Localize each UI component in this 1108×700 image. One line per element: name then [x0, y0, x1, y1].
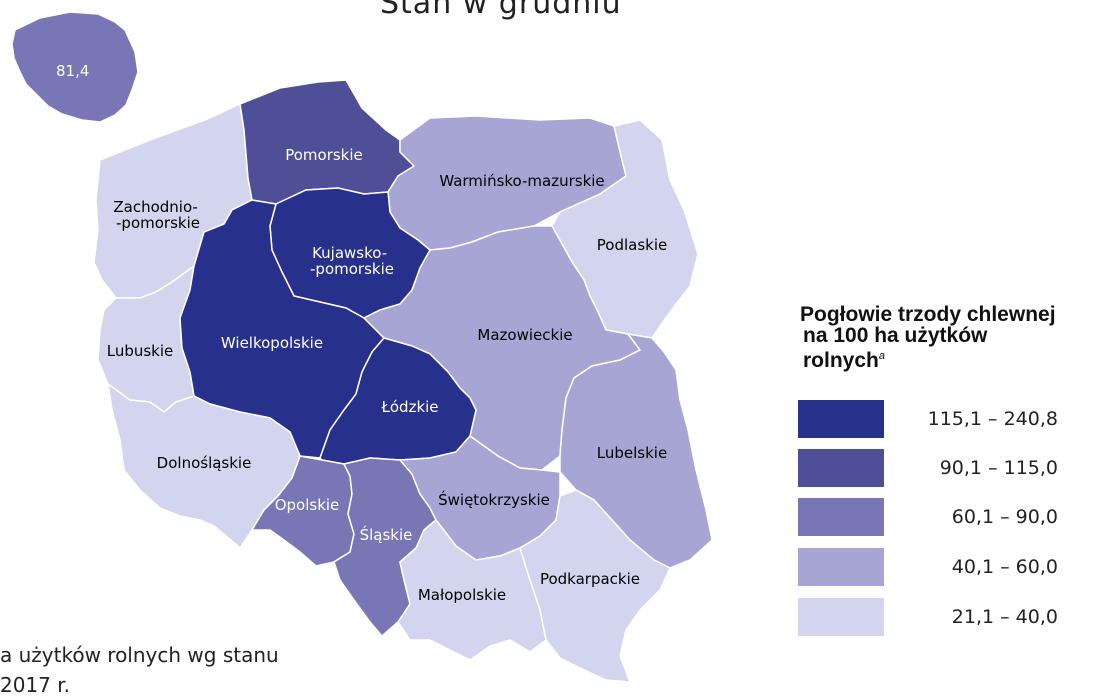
legend-item: 60,1 – 90,0: [798, 498, 1108, 536]
label-podkarpackie: Podkarpackie: [540, 570, 640, 588]
poland-total-shape: [11, 11, 139, 123]
region-malopolskie[interactable]: [397, 518, 547, 661]
label-malopolskie: Małopolskie: [418, 586, 506, 604]
label-warminsko-mazurskie: Warmińsko-mazurskie: [439, 172, 604, 190]
legend-swatch: [798, 400, 884, 438]
legend-title-footnote-mark: a: [878, 350, 885, 362]
poland-total-value: 81,4: [56, 62, 89, 80]
voivodeships: [93, 79, 713, 682]
label-podlaskie: Podlaskie: [597, 236, 667, 254]
footnote-line2: 2017 r.: [0, 673, 70, 697]
region-pomorskie[interactable]: [239, 79, 416, 205]
legend-label: 40,1 – 60,0: [951, 556, 1058, 578]
legend-swatch: [798, 598, 884, 636]
footnote-line1: a użytków rolnych wg stanu: [0, 643, 279, 667]
legend-title-line3: rolnycha: [800, 346, 1108, 371]
poland-total-inset: 81,4: [11, 11, 139, 123]
label-dolnoslaskie: Dolnośląskie: [157, 454, 252, 472]
legend-item: 21,1 – 40,0: [798, 598, 1108, 636]
legend-item: 115,1 – 240,8: [798, 400, 1108, 438]
legend-item: 90,1 – 115,0: [798, 449, 1108, 487]
legend-swatch: [798, 498, 884, 536]
region-labels: Zachodnio- -pomorskie Pomorskie Warmińsk…: [107, 146, 668, 604]
label-lodzkie: Łódzkie: [380, 398, 438, 416]
legend-title-line1: Pogłowie trzody chlewnej: [800, 303, 1056, 326]
legend-title-line3-text: rolnych: [803, 349, 879, 372]
legend-label: 90,1 – 115,0: [939, 457, 1058, 479]
poland-voivodeship-map: 81,4 Zachodnio- -pomorskie Pomorskie War…: [11, 11, 713, 682]
label-slaskie: Śląskie: [360, 525, 413, 544]
legend-title: Pogłowie trzody chlewnej na 100 ha użytk…: [800, 304, 1108, 371]
legend-swatch: [798, 449, 884, 487]
legend-swatch: [798, 548, 884, 586]
label-lubuskie: Lubuskie: [107, 342, 174, 360]
label-lubelskie: Lubelskie: [597, 444, 667, 462]
legend-label: 21,1 – 40,0: [951, 606, 1058, 628]
legend-title-line2: na 100 ha użytków: [803, 324, 988, 347]
map-title: Stan w grudniu: [380, 0, 622, 21]
label-wielkopolskie: Wielkopolskie: [221, 334, 323, 352]
label-opolskie: Opolskie: [275, 496, 340, 514]
footnote: a użytków rolnych wg stanu 2017 r.: [0, 640, 279, 700]
label-kujawsko-pomorskie: Kujawsko- -pomorskie: [310, 244, 394, 278]
legend-label: 115,1 – 240,8: [927, 408, 1058, 430]
label-mazowieckie: Mazowieckie: [477, 326, 572, 344]
legend-label: 60,1 – 90,0: [951, 506, 1058, 528]
label-zachodniopomorskie: Zachodnio- -pomorskie: [113, 198, 202, 232]
legend-item: 40,1 – 60,0: [798, 548, 1108, 586]
region-podkarpackie[interactable]: [519, 489, 671, 682]
label-pomorskie: Pomorskie: [285, 146, 363, 164]
label-swietokrzyskie: Świętokrzyskie: [438, 490, 550, 509]
